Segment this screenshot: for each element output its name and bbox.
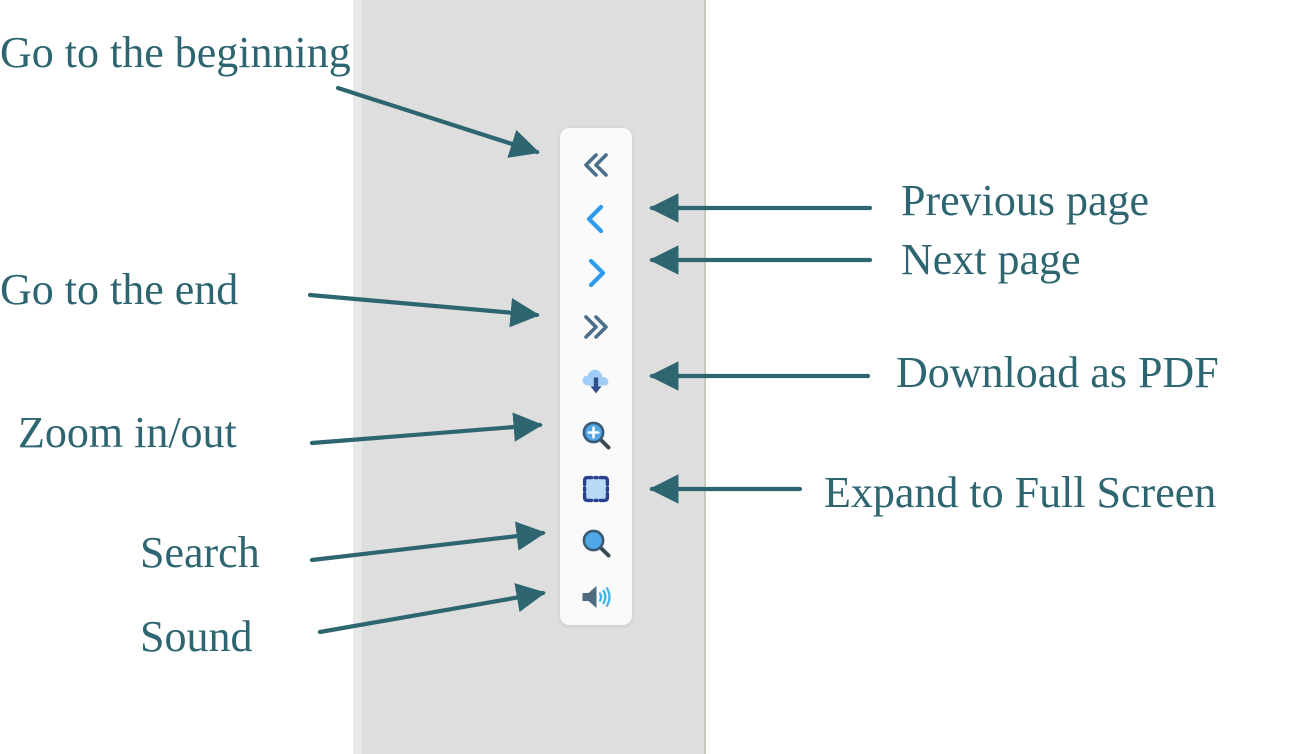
previous-page-button[interactable] [560,192,632,246]
annotation-download-pdf-label: Download as PDF [896,348,1219,397]
document-page-band [353,0,706,754]
annotation-search-label: Search [140,528,260,577]
sound-button[interactable] [560,570,632,624]
annotation-full-screen-label: Expand to Full Screen [824,468,1217,517]
cloud-download-icon [579,364,613,398]
annotation-zoom-label: Zoom in/out [18,408,237,457]
annotation-go-to-end-label: Go to the end [0,265,239,314]
chevron-left-icon [576,199,616,239]
document-page-band-edge [353,0,362,754]
double-chevron-left-icon [576,145,616,185]
magnifier-icon [580,527,612,559]
next-page-button[interactable] [560,246,632,300]
annotation-sound-label: Sound [140,612,253,661]
go-to-beginning-button[interactable] [560,138,632,192]
speaker-icon [579,582,613,612]
download-pdf-button[interactable] [560,354,632,408]
annotation-previous-page-label: Previous page [901,176,1150,225]
expand-brackets-icon [580,473,612,505]
zoom-button[interactable] [560,408,632,462]
pdf-viewer-toolbar [560,128,632,625]
magnifier-plus-icon [580,419,612,451]
double-chevron-right-icon [576,307,616,347]
full-screen-button[interactable] [560,462,632,516]
go-to-end-button[interactable] [560,300,632,354]
annotation-next-page-label: Next page [901,235,1081,284]
chevron-right-icon [576,253,616,293]
search-button[interactable] [560,516,632,570]
annotation-go-to-beginning-label: Go to the beginning [0,28,351,77]
